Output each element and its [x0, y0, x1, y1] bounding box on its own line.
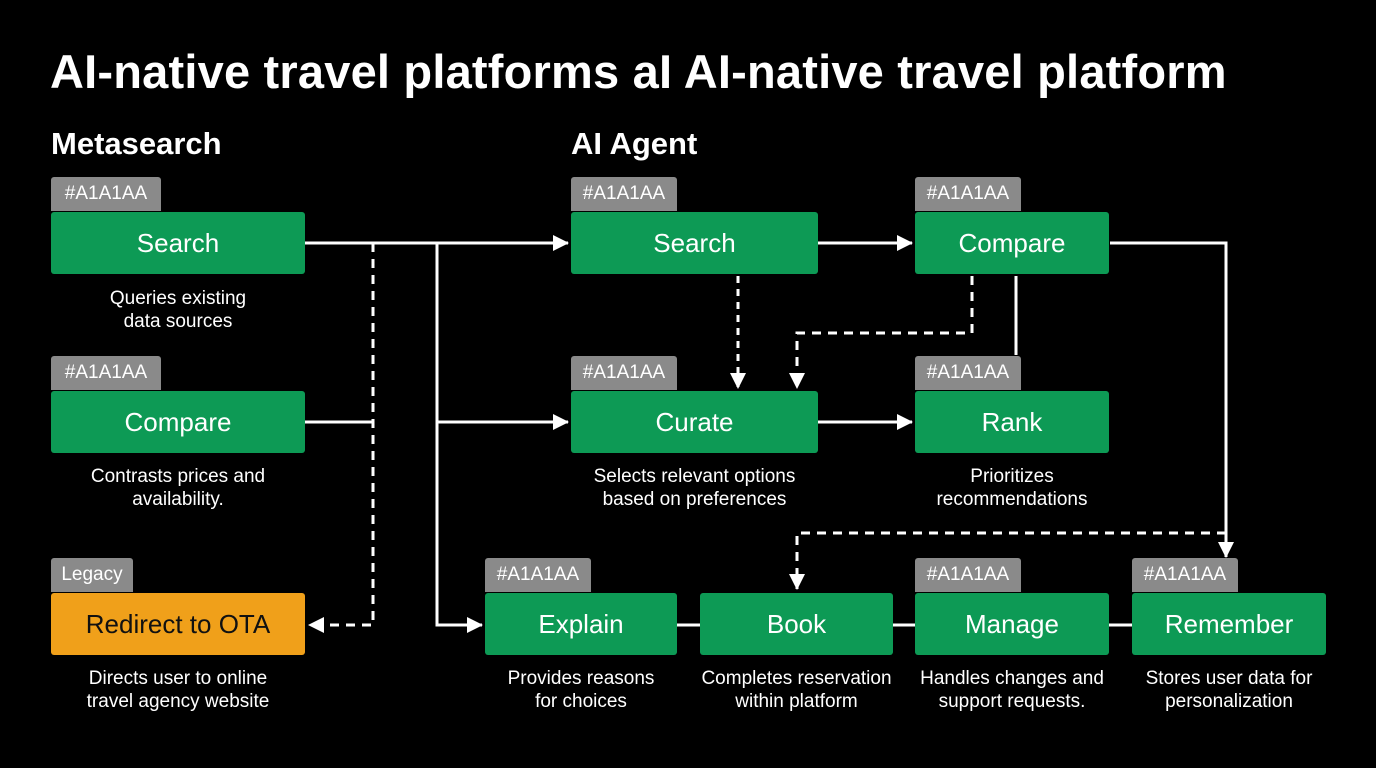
tag-remember: #A1A1AA [1132, 558, 1238, 592]
edge-branch-trunk [435, 243, 483, 633]
tag-manage: #A1A1AA [915, 558, 1021, 592]
tag-redirect: Legacy [51, 558, 133, 592]
tag-meta-search: #A1A1AA [51, 177, 161, 211]
edge-remember-to-book [789, 531, 1226, 590]
tag-agent-search: #A1A1AA [571, 177, 677, 211]
node-agent-search[interactable]: Search [571, 212, 818, 274]
edge-compare-to-curate [789, 276, 974, 389]
tag-agent-compare: #A1A1AA [915, 177, 1021, 211]
node-explain[interactable]: Explain [485, 593, 677, 655]
section-metasearch: Metasearch [51, 126, 222, 161]
node-rank[interactable]: Rank [915, 391, 1109, 453]
node-meta-compare[interactable]: Compare [51, 391, 305, 453]
tag-meta-compare: #A1A1AA [51, 356, 161, 390]
edge-compare-to-remember [1110, 241, 1234, 558]
tag-rank: #A1A1AA [915, 356, 1021, 390]
tag-curate: #A1A1AA [571, 356, 677, 390]
node-curate[interactable]: Curate [571, 391, 818, 453]
section-ai-agent: AI Agent [571, 126, 698, 161]
edge-dashed-to-redirect [308, 243, 375, 633]
node-meta-search[interactable]: Search [51, 212, 305, 274]
node-book[interactable]: Book [700, 593, 893, 655]
node-agent-compare[interactable]: Compare [915, 212, 1109, 274]
node-remember[interactable]: Remember [1132, 593, 1326, 655]
node-redirect-to-ota[interactable]: Redirect to OTA [51, 593, 305, 655]
node-manage[interactable]: Manage [915, 593, 1109, 655]
diagram-title: AI-native travel platforms aI AI-native … [50, 45, 1227, 98]
tag-explain: #A1A1AA [485, 558, 591, 592]
